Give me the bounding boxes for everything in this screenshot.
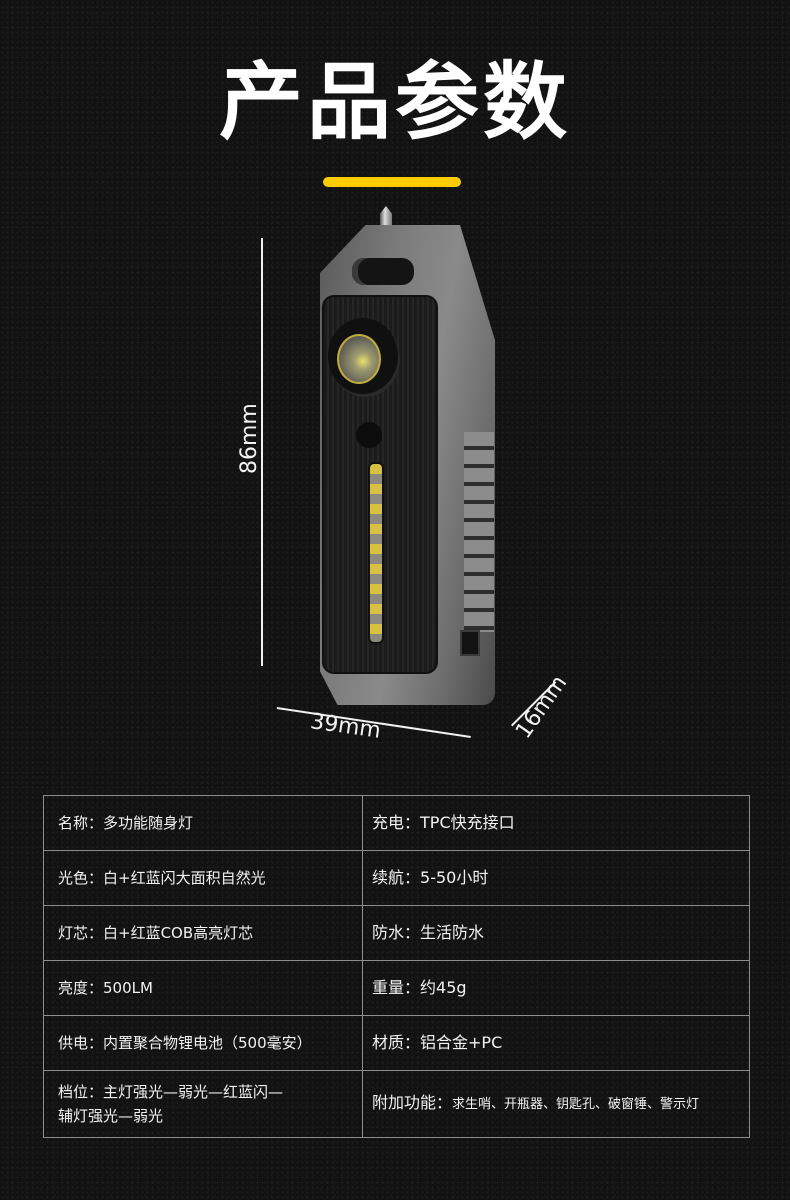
- height-dimension-label: 86mm: [237, 403, 262, 474]
- table-row: 亮度：500LM 重量：约45g: [43, 960, 750, 1016]
- table-row: 灯芯：白+红蓝COB高亮灯芯 防水：生活防水: [43, 905, 750, 961]
- cob-led-strip: [368, 462, 384, 644]
- spec-cell-modes: 档位：主灯强光—弱光—红蓝闪—辅灯强光—弱光: [43, 1070, 363, 1138]
- product-image: [300, 200, 520, 710]
- window-breaker-tip: [380, 206, 392, 228]
- width-dimension-label: 39mm: [308, 709, 383, 744]
- table-row: 供电：内置聚合物锂电池（500毫安） 材质：铝合金+PC: [43, 1015, 750, 1071]
- spec-cell-light-color: 光色：白+红蓝闪大面积自然光: [43, 850, 363, 906]
- page-title: 产品参数: [218, 53, 571, 151]
- spec-cell-material: 材质：铝合金+PC: [362, 1015, 750, 1071]
- table-row: 档位：主灯强光—弱光—红蓝闪—辅灯强光—弱光 附加功能：求生哨、开瓶器、钥匙孔、…: [43, 1070, 750, 1138]
- spec-cell-name: 名称：多功能随身灯: [43, 795, 363, 851]
- spec-cell-led-core: 灯芯：白+红蓝COB高亮灯芯: [43, 905, 363, 961]
- keyring-hole: [352, 258, 414, 285]
- main-led-lens-icon: [337, 334, 381, 384]
- height-dimension-line: [261, 238, 263, 666]
- title-underline-accent: [323, 177, 461, 187]
- power-button-icon: [356, 422, 382, 448]
- spec-cell-brightness: 亮度：500LM: [43, 960, 363, 1016]
- spec-table: 名称：多功能随身灯 充电：TPC快充接口 光色：白+红蓝闪大面积自然光 续航：5…: [43, 795, 750, 1138]
- spec-cell-charging: 充电：TPC快充接口: [362, 795, 750, 851]
- spec-cell-extra-functions: 附加功能：求生哨、开瓶器、钥匙孔、破窗锤、警示灯: [362, 1070, 750, 1138]
- spec-cell-runtime: 续航：5-50小时: [362, 850, 750, 906]
- spec-cell-power: 供电：内置聚合物锂电池（500毫安）: [43, 1015, 363, 1071]
- spec-cell-weight: 重量：约45g: [362, 960, 750, 1016]
- spec-cell-waterproof: 防水：生活防水: [362, 905, 750, 961]
- serrated-edge: [464, 432, 494, 632]
- bottle-opener-notch: [460, 630, 480, 656]
- table-row: 光色：白+红蓝闪大面积自然光 续航：5-50小时: [43, 850, 750, 906]
- depth-dimension-label: 16mm: [511, 671, 573, 744]
- table-row: 名称：多功能随身灯 充电：TPC快充接口: [43, 795, 750, 851]
